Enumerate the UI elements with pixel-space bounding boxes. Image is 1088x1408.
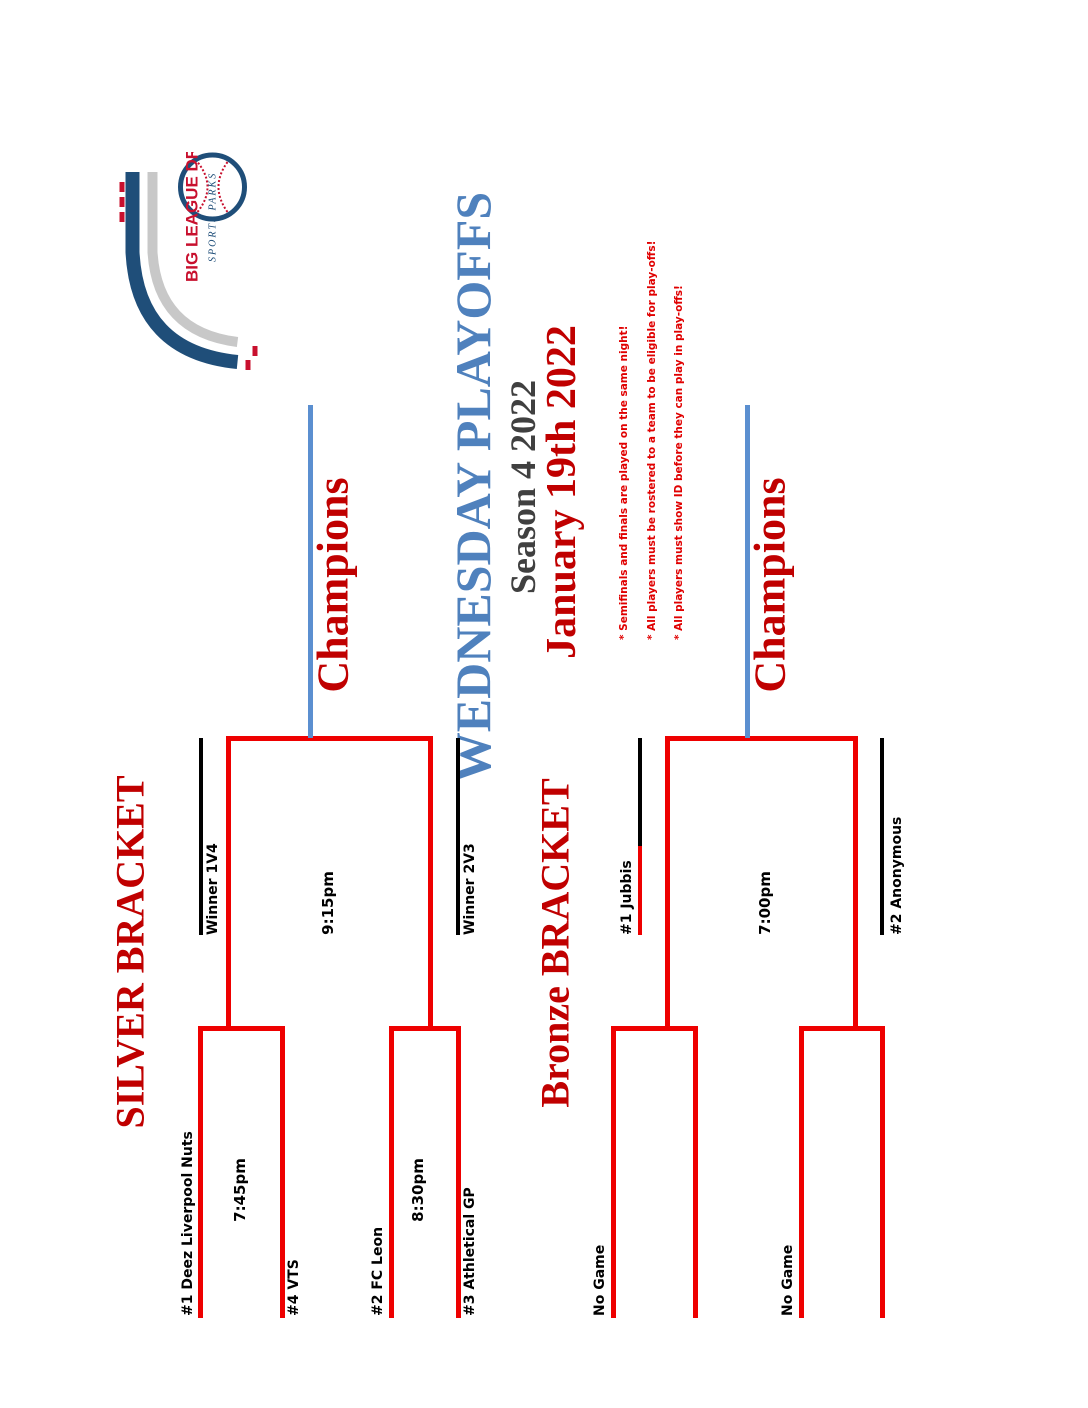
team-slot: #4 VTS xyxy=(286,1259,302,1316)
bracket-line xyxy=(428,736,433,1031)
svg-text:BIG LEAGUE DREAMS: BIG LEAGUE DREAMS xyxy=(183,152,202,282)
team-slot: No Game xyxy=(780,1244,796,1316)
bronze-bracket-title: Bronze BRACKET xyxy=(532,778,578,1108)
bracket-line xyxy=(693,1026,698,1318)
bracket-line xyxy=(853,736,858,1031)
semi-slot: #2 Anonymous xyxy=(889,816,905,935)
note-2: * All players must be rostered to a team… xyxy=(646,240,658,640)
bracket-line xyxy=(456,738,460,935)
team-slot: #2 FC Leon xyxy=(370,1226,386,1316)
game-time: 8:30pm xyxy=(409,1158,427,1222)
bracket-line xyxy=(198,1026,203,1318)
champion-line xyxy=(745,405,750,738)
bracket-line xyxy=(280,1026,285,1318)
team-slot: No Game xyxy=(592,1244,608,1316)
bracket-line xyxy=(198,1026,285,1031)
game-time: 9:15pm xyxy=(319,871,337,935)
bracket-line xyxy=(880,738,884,935)
bronze-champions-label: Champions xyxy=(745,477,795,693)
semi-slot: #1 Jubbis xyxy=(619,860,635,935)
svg-text:SPORTS PARKS: SPORTS PARKS xyxy=(208,172,219,262)
bracket-line xyxy=(226,736,433,741)
bracket-line xyxy=(880,1026,885,1318)
semi-slot: Winner 2V3 xyxy=(462,843,478,935)
team-slot: #3 Athletical GP xyxy=(462,1187,478,1316)
bracket-line xyxy=(665,736,858,741)
bracket-line xyxy=(611,1026,698,1031)
note-3: * All players must show ID before they c… xyxy=(673,285,685,640)
bracket-line xyxy=(199,738,203,935)
bracket-line xyxy=(226,736,231,1031)
bracket-line xyxy=(389,1026,394,1318)
game-time: 7:45pm xyxy=(231,1158,249,1222)
bracket-line xyxy=(611,1026,616,1318)
note-1: * Semifinals and finals are played on th… xyxy=(618,325,630,640)
silver-bracket-title: SILVER BRACKET xyxy=(107,775,153,1129)
bracket-line xyxy=(665,736,670,1031)
game-time: 7:00pm xyxy=(756,871,774,935)
semi-slot: Winner 1V4 xyxy=(205,843,221,935)
bracket-line xyxy=(638,738,642,846)
big-league-dreams-logo: BIG LEAGUE DREAMS SPORTS PARKS xyxy=(118,98,273,372)
bracket-line xyxy=(456,1026,461,1318)
champion-line xyxy=(308,405,313,738)
date-label: January 19th 2022 xyxy=(539,325,585,659)
bracket-line xyxy=(389,1026,461,1031)
silver-champions-label: Champions xyxy=(308,477,358,693)
team-slot: #1 Deez Liverpool Nuts xyxy=(180,1131,196,1316)
bracket-line xyxy=(799,1026,804,1318)
playoffs-title: WEDNESDAY PLAYOFFS xyxy=(445,191,501,783)
bracket-line xyxy=(638,846,642,935)
bracket-line xyxy=(799,1026,885,1031)
